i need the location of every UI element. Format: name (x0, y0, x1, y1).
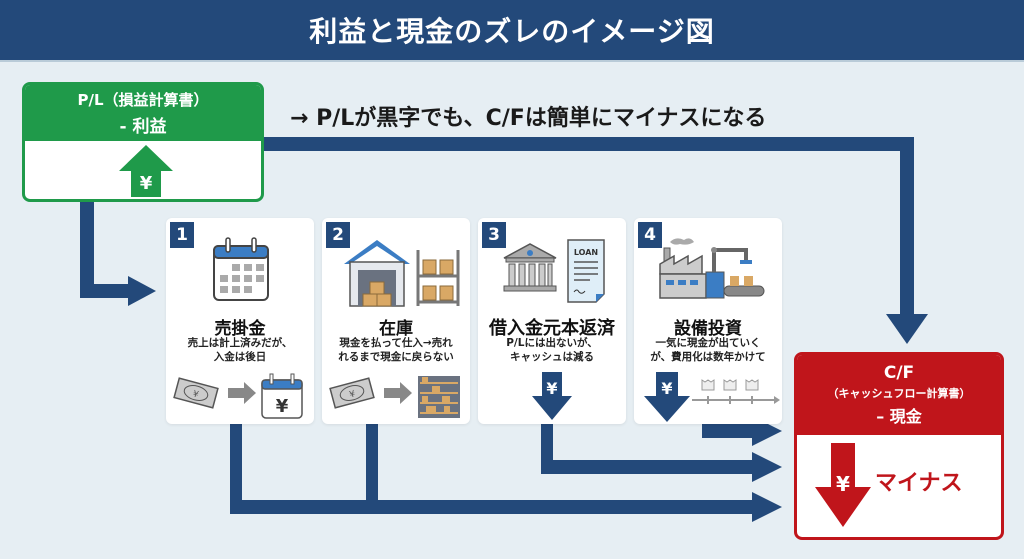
pl-yen-label: ¥ (140, 173, 153, 194)
arrow-right-icon (384, 382, 412, 404)
pl-subtitle: - 利益 (119, 117, 167, 137)
flow-bottom-horizontal (230, 500, 756, 514)
card-desc-line: 一気に現金が出ていく (655, 337, 761, 349)
card-description: 売上は計上済みだが、 入金は後日 (166, 336, 314, 364)
card-desc-line: 現金を払って仕入→売れ (339, 337, 453, 349)
cf-header: C/F （キャッシュフロー計算書） – 現金 (797, 355, 1001, 435)
card-capital-investment: 4 設備投資 一気に現金が出ていく が、費用化は数年かけて ¥ (634, 218, 782, 424)
bank-icon (503, 243, 557, 292)
flow-card3-horizontal (541, 460, 756, 474)
card-inventory: 2 在庫 現金を払って仕入→売れ れるまで現金に戻らない ¥ (322, 218, 470, 424)
svg-text:¥: ¥ (348, 389, 356, 400)
card-bottom-illustration: ¥ ¥ (173, 373, 303, 419)
card-desc-line: れるまで現金に戻らない (338, 351, 454, 363)
pl-box: P/L（損益計算書） - 利益 ¥ (22, 82, 264, 202)
card-number: 4 (638, 222, 662, 248)
yen-down-arrow-icon: ¥ (644, 372, 690, 422)
card-title: 売掛金 (214, 319, 266, 339)
factory-icon (659, 238, 765, 299)
loan-label: LOAN (574, 248, 598, 257)
card-desc-line: 売上は計上済みだが、 (187, 337, 293, 349)
card-description: P/Lには出ないが、 キャッシュは減る (478, 336, 626, 364)
pl-header: P/L（損益計算書） - 利益 (25, 85, 261, 141)
flow-pl-down (80, 202, 94, 298)
cf-label: – 現金 (876, 407, 922, 426)
shelf-icon (416, 250, 460, 306)
calendar-icon (213, 237, 269, 301)
flow-pl-to-cf-vertical (900, 137, 914, 317)
card-desc-line: 入金は後日 (213, 351, 267, 363)
card-desc-line: P/Lには出ないが、 (506, 337, 598, 349)
svg-text:¥: ¥ (191, 389, 199, 400)
flow-pl-to-cf-horizontal (264, 137, 914, 151)
loan-document-icon: LOAN (567, 239, 605, 303)
flow-pl-arrowhead (128, 276, 156, 306)
key-message: → P/Lが黒字でも、C/Fは簡単にマイナスになる (290, 106, 767, 131)
flow-card4-horizontal (702, 424, 756, 438)
banknote-icon: ¥ (329, 377, 375, 409)
flow-pl-to-cf-arrowhead (886, 314, 928, 344)
svg-text:¥: ¥ (276, 396, 289, 417)
cf-yen-label: ¥ (836, 472, 850, 496)
card-bottom-illustration: ¥ (644, 372, 780, 422)
flow-bottom-arrowhead (752, 492, 782, 522)
cf-subtitle: （キャッシュフロー計算書） (827, 387, 971, 400)
flow-card1-down (230, 424, 242, 514)
card-accounts-receivable: 1 売掛金 売上は計上済みだが、 入金は後日 ¥ ¥ (166, 218, 314, 424)
shelf-icon (418, 376, 460, 418)
pl-title: P/L（損益計算書） (77, 91, 209, 109)
card-illustration: LOAN (503, 239, 605, 303)
svg-text:¥: ¥ (661, 379, 672, 398)
card-title: 借入金元本返済 (489, 318, 615, 339)
card-number: 2 (326, 222, 350, 248)
flow-card3-arrowhead (752, 452, 782, 482)
card-loan-repayment: LOAN 3 借入金元本返済 P/Lには出ないが、 キャッシュは減る ¥ (478, 218, 626, 424)
banknote-icon: ¥ (173, 377, 219, 409)
card-description: 一気に現金が出ていく が、費用化は数年かけて (634, 336, 782, 364)
flow-card2-down (366, 424, 378, 514)
page-header: 利益と現金のズレのイメージ図 (0, 0, 1024, 62)
warehouse-icon (344, 240, 460, 307)
timeline-icon (692, 379, 780, 404)
cf-result: マイナス (875, 471, 963, 496)
card-number: 3 (482, 222, 506, 248)
yen-up-arrow-icon: ¥ (119, 145, 173, 197)
card-desc-line: キャッシュは減る (510, 351, 594, 363)
yen-down-arrow-icon: ¥ (532, 372, 572, 420)
svg-text:¥: ¥ (546, 379, 557, 398)
yen-down-arrow-icon: ¥ (815, 443, 871, 527)
calendar-yen-icon: ¥ (261, 373, 303, 419)
card-bottom-illustration: ¥ (329, 376, 460, 418)
cf-title: C/F (883, 363, 915, 383)
card-title: 設備投資 (674, 319, 742, 339)
flow-pl-right (80, 284, 130, 298)
cf-box: C/F （キャッシュフロー計算書） – 現金 ¥ マイナス (794, 352, 1004, 540)
card-title: 在庫 (379, 319, 413, 339)
arrow-right-icon (228, 382, 256, 404)
card-desc-line: が、費用化は数年かけて (650, 351, 766, 363)
card-number: 1 (170, 222, 194, 248)
page-title: 利益と現金のズレのイメージ図 (309, 15, 715, 48)
card-description: 現金を払って仕入→売れ れるまで現金に戻らない (322, 336, 470, 364)
